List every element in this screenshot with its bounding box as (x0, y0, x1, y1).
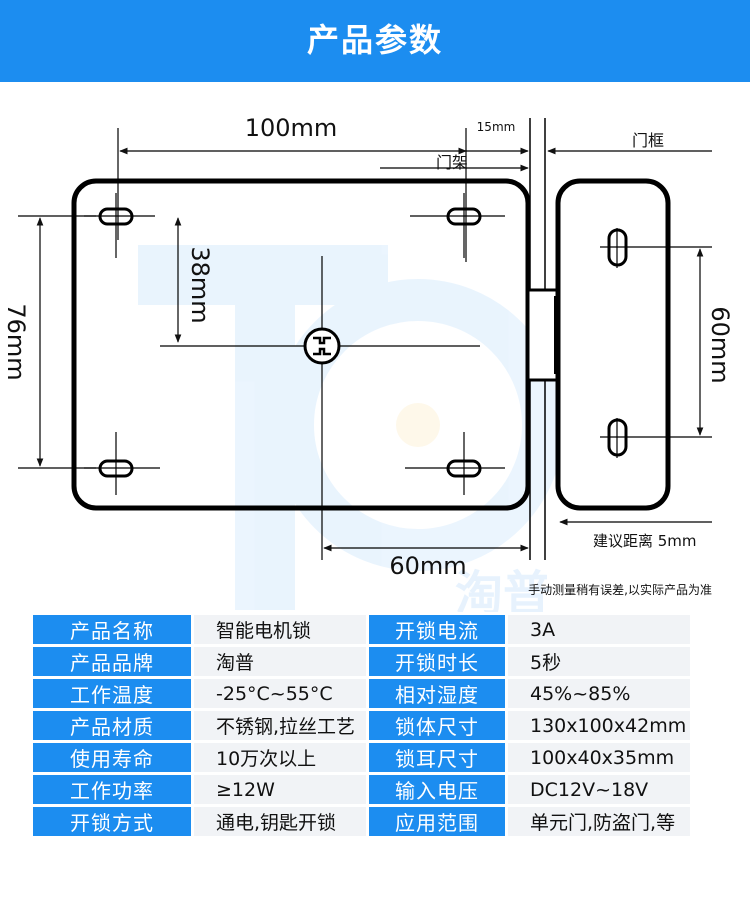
spec-key: 开锁方式 (33, 807, 191, 836)
dim-ear-label: 60mm (706, 306, 734, 383)
spec-key: 产品品牌 (33, 647, 191, 676)
header-banner: 产品参数 (0, 0, 750, 82)
dim-gap-label: 15mm (477, 120, 516, 134)
spec-value: 单元门,防盗门,等 (508, 807, 690, 836)
spec-key: 产品名称 (33, 615, 191, 644)
dim-38-label: 38mm (186, 246, 214, 323)
spec-value: 5秒 (508, 647, 690, 676)
spec-value: DC12V~18V (508, 775, 690, 804)
spec-value: 10万次以上 (194, 743, 366, 772)
spec-key: 使用寿命 (33, 743, 191, 772)
door-frame-label: 门框 (632, 131, 664, 150)
spec-value: 130x100x42mm (508, 711, 690, 740)
spec-key: 开锁时长 (369, 647, 505, 676)
spec-key: 工作功率 (33, 775, 191, 804)
measurement-note: 手动测量稍有误差,以实际产品为准 (528, 582, 712, 597)
table-row: 产品品牌 淘普 开锁时长 5秒 (33, 647, 690, 676)
dim-60-label: 60mm (389, 552, 466, 580)
spec-key: 应用范围 (369, 807, 505, 836)
spec-key: 输入电压 (369, 775, 505, 804)
table-row: 工作温度 -25°C~55°C 相对湿度 45%~85% (33, 679, 690, 708)
watermark-logo (138, 245, 564, 610)
spec-value: -25°C~55°C (194, 679, 366, 708)
distance-label: 建议距离 5mm (593, 532, 697, 550)
spec-value: 淘普 (194, 647, 366, 676)
spec-value: 45%~85% (508, 679, 690, 708)
spec-key: 开锁电流 (369, 615, 505, 644)
spec-key: 锁体尺寸 (369, 711, 505, 740)
spec-value: 不锈钢,拉丝工艺 (194, 711, 366, 740)
spec-value: ≥12W (194, 775, 366, 804)
lock-ear (555, 178, 671, 511)
table-row: 工作功率 ≥12W 输入电压 DC12V~18V (33, 775, 690, 804)
spec-value: 100x40x35mm (508, 743, 690, 772)
ear-slot-lines (600, 228, 712, 458)
spec-value: 3A (508, 615, 690, 644)
spec-key: 工作温度 (33, 679, 191, 708)
dim-76-label: 76mm (2, 303, 30, 380)
spec-key: 锁耳尺寸 (369, 743, 505, 772)
dim-width-label: 100mm (245, 114, 338, 142)
table-row: 产品名称 智能电机锁 开锁电流 3A (33, 615, 690, 644)
spec-key: 产品材质 (33, 711, 191, 740)
page-title: 产品参数 (306, 21, 443, 59)
key-cylinder-icon (303, 327, 341, 365)
door-rack-label: 门架 (436, 153, 468, 172)
table-row: 开锁方式 通电,钥匙开锁 应用范围 单元门,防盗门,等 (33, 807, 690, 836)
lock-dimension-diagram: 淘普 100mm 15mm (2, 114, 734, 612)
spec-value: 通电,钥匙开锁 (194, 807, 366, 836)
watermark-text: 淘普 (455, 566, 551, 612)
spec-key: 相对湿度 (369, 679, 505, 708)
spec-value: 智能电机锁 (194, 615, 366, 644)
spec-table: 产品名称 智能电机锁 开锁电流 3A 产品品牌 淘普 开锁时长 5秒 工作温度 … (30, 612, 693, 839)
table-row: 产品材质 不锈钢,拉丝工艺 锁体尺寸 130x100x42mm (33, 711, 690, 740)
table-row: 使用寿命 10万次以上 锁耳尺寸 100x40x35mm (33, 743, 690, 772)
